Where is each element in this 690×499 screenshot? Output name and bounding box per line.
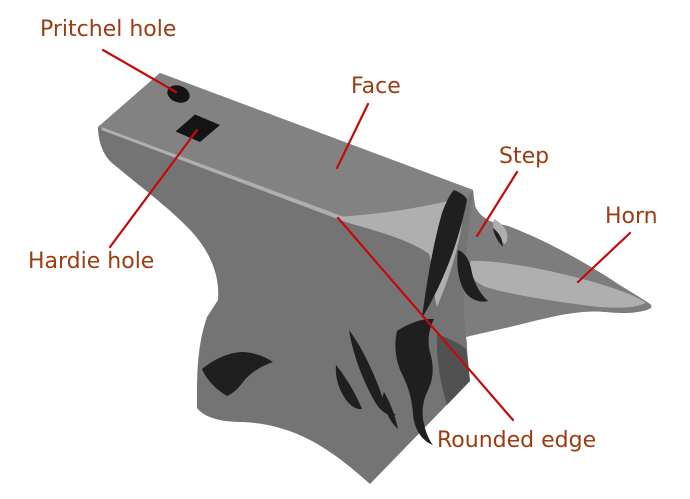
leader-line-pritchel-hole — [101, 48, 178, 94]
base-shadow-talon-1 — [335, 365, 362, 410]
label-horn: Horn — [605, 204, 658, 229]
label-face: Face — [351, 74, 401, 99]
label-hardie-hole: Hardie hole — [28, 249, 155, 274]
horn-highlight — [469, 260, 646, 308]
leader-line-step — [475, 170, 519, 238]
leader-line-face — [335, 102, 370, 170]
label-pritchel-hole: Pritchel hole — [40, 17, 177, 42]
hardie-hole — [175, 114, 220, 142]
leader-line-rounded-edge — [336, 216, 515, 422]
label-step: Step — [499, 144, 550, 169]
label-rounded-edge: Rounded edge — [437, 428, 597, 453]
waist-shadow-right — [395, 318, 434, 445]
anvil-face-surface — [98, 73, 473, 218]
foot-shadow — [202, 352, 273, 396]
horn-base-shadow — [457, 250, 488, 302]
face-edge-shadow — [422, 190, 467, 318]
step-highlight — [493, 219, 508, 244]
waist-shadow-left — [349, 330, 396, 416]
rounded-edge-highlight — [101, 127, 464, 307]
leader-line-horn — [576, 231, 632, 284]
step-shadow — [493, 228, 503, 247]
leader-line-hardie-hole — [108, 128, 199, 249]
base-shadow-talon-2 — [382, 392, 398, 429]
anvil-base-side — [436, 334, 470, 405]
leader-lines — [101, 48, 632, 422]
